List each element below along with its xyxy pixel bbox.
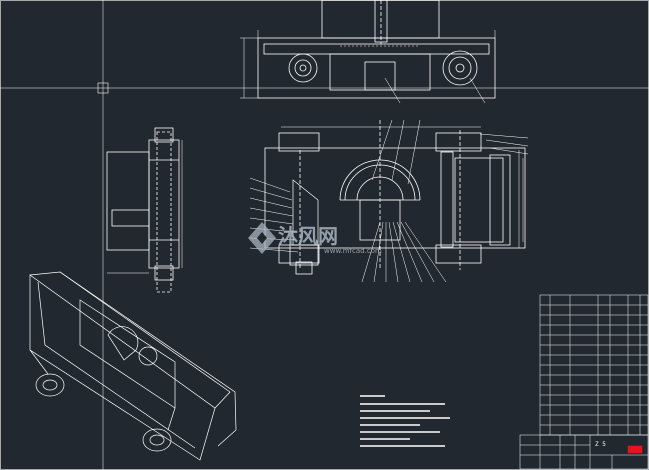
title-block [519, 434, 649, 470]
title-block-cell: Z 5 [595, 441, 606, 448]
leader-lines [249, 119, 529, 283]
mufeng-logo-icon [248, 222, 276, 254]
isometric-view [29, 271, 237, 461]
front-view-section [264, 120, 526, 275]
top-view-assembly [240, 0, 496, 104]
parts-list [539, 294, 649, 436]
watermark-url: www.mfcad.com [324, 247, 382, 255]
side-view [106, 127, 183, 293]
watermark-brand: 沐风网 [278, 224, 338, 248]
technical-notes [360, 395, 450, 447]
